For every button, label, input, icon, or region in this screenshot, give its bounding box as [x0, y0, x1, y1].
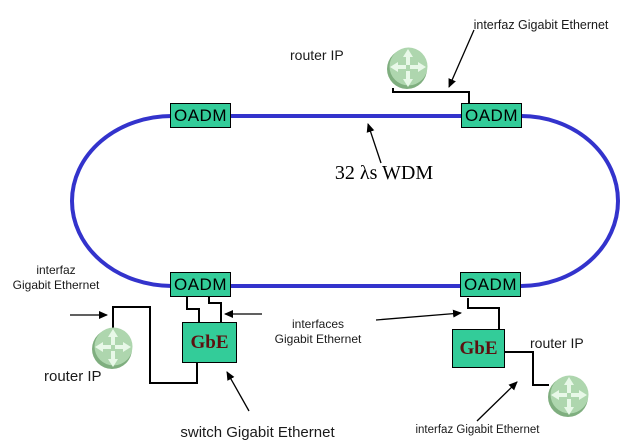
- router-icon: [548, 375, 589, 417]
- label-line: Gigabit Ethernet: [12, 278, 100, 292]
- label-interfaz-gigabit-ethernet-top-right: interfaz Gigabit Ethernet: [473, 18, 609, 32]
- label-32-lambdas-wdm: 32 λs WDM: [334, 162, 434, 184]
- label-interfaz-gigabit-ethernet-bottom-right: interfaz Gigabit Ethernet: [415, 424, 540, 436]
- wire-top-router-to-oadm: [392, 88, 470, 103]
- wire-oadm-bl-gbe-a: [186, 297, 200, 322]
- label-line: Gigabit Ethernet: [274, 332, 362, 346]
- router-icon-right: [547, 373, 591, 417]
- wdm-ring: [70, 114, 620, 288]
- wire-left-router-to-gbe: [112, 306, 198, 384]
- label-interfaz-gigabit-ethernet-left: interfaz Gigabit Ethernet: [4, 263, 108, 293]
- arrow-wdm-label: [366, 123, 382, 164]
- gbe-switch-right: GbE: [452, 329, 505, 368]
- label-line: interfaces: [291, 317, 345, 331]
- label-interfaces-gigabit-ethernet-mid: interfaces Gigabit Ethernet: [260, 317, 376, 347]
- wire-right-gbe-to-router: [505, 351, 549, 386]
- arrow-switch-label: [226, 371, 250, 412]
- label-switch-gigabit-ethernet: switch Gigabit Ethernet: [180, 424, 335, 441]
- label-line: interfaz: [36, 263, 76, 277]
- arrow-interfaz-bottom-right: [476, 381, 518, 422]
- wire-oadm-br-gbe: [467, 298, 500, 329]
- oadm-node-bottom-left: OADM: [170, 272, 231, 297]
- label-router-ip-left: router IP: [44, 368, 102, 385]
- router-icon-top: [386, 45, 430, 89]
- oadm-node-bottom-right: OADM: [460, 272, 521, 297]
- router-icon: [387, 47, 428, 89]
- arrow-interfaces-mid-right: [375, 309, 462, 321]
- label-router-ip-top: router IP: [290, 47, 344, 63]
- router-icon-left: [91, 325, 135, 369]
- oadm-node-top-left: OADM: [170, 103, 231, 128]
- router-icon: [92, 327, 133, 369]
- arrow-interfaz-top-right: [448, 29, 475, 88]
- gbe-switch-left: GbE: [182, 322, 237, 363]
- wire-oadm-bl-gbe-b: [208, 297, 222, 322]
- oadm-node-top-right: OADM: [461, 103, 522, 128]
- label-router-ip-right: router IP: [530, 335, 584, 351]
